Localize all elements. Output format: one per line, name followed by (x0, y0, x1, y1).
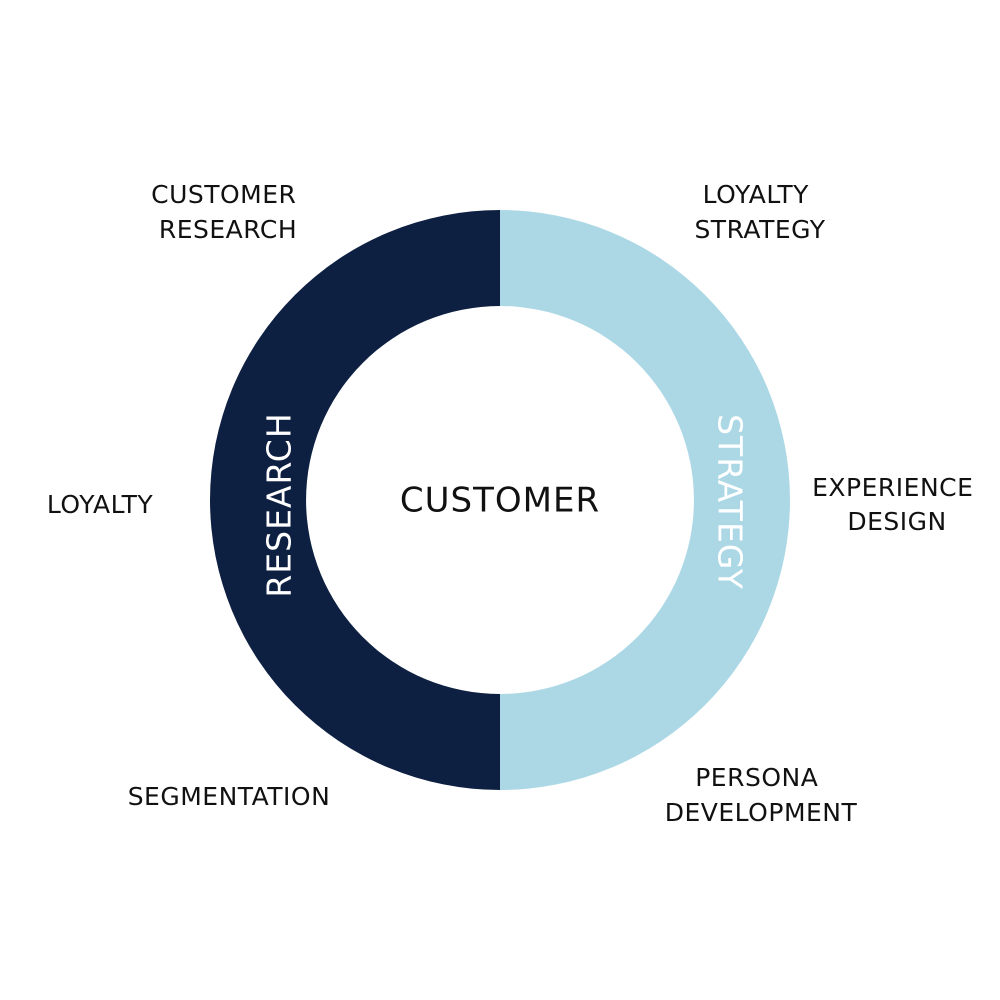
strategy-segment (500, 210, 790, 790)
strategy-segment-label: STRATEGY (711, 414, 750, 590)
experience-design-label: EXPERIENCE DESIGN (812, 473, 982, 536)
persona-development-label: PERSONA DEVELOPMENT (665, 763, 858, 827)
center-label: CUSTOMER (400, 481, 600, 521)
experience-design-line2: DESIGN (847, 507, 946, 536)
loyalty-strategy-line2: STRATEGY (694, 215, 825, 244)
loyalty-label: LOYALTY (47, 490, 154, 519)
loyalty-strategy-line1: LOYALTY (703, 180, 810, 209)
segmentation-label: SEGMENTATION (128, 782, 331, 811)
persona-development-line2: DEVELOPMENT (665, 798, 858, 827)
customer-research-line1: CUSTOMER (151, 180, 296, 209)
persona-development-line1: PERSONA (695, 763, 818, 792)
customer-research-line2: RESEARCH (159, 215, 297, 244)
experience-design-line1: EXPERIENCE (812, 473, 973, 502)
loyalty-strategy-label: LOYALTY STRATEGY (694, 180, 825, 244)
research-segment (210, 210, 500, 790)
customer-research-label: CUSTOMER RESEARCH (151, 180, 305, 244)
research-segment-label: RESEARCH (260, 412, 299, 597)
